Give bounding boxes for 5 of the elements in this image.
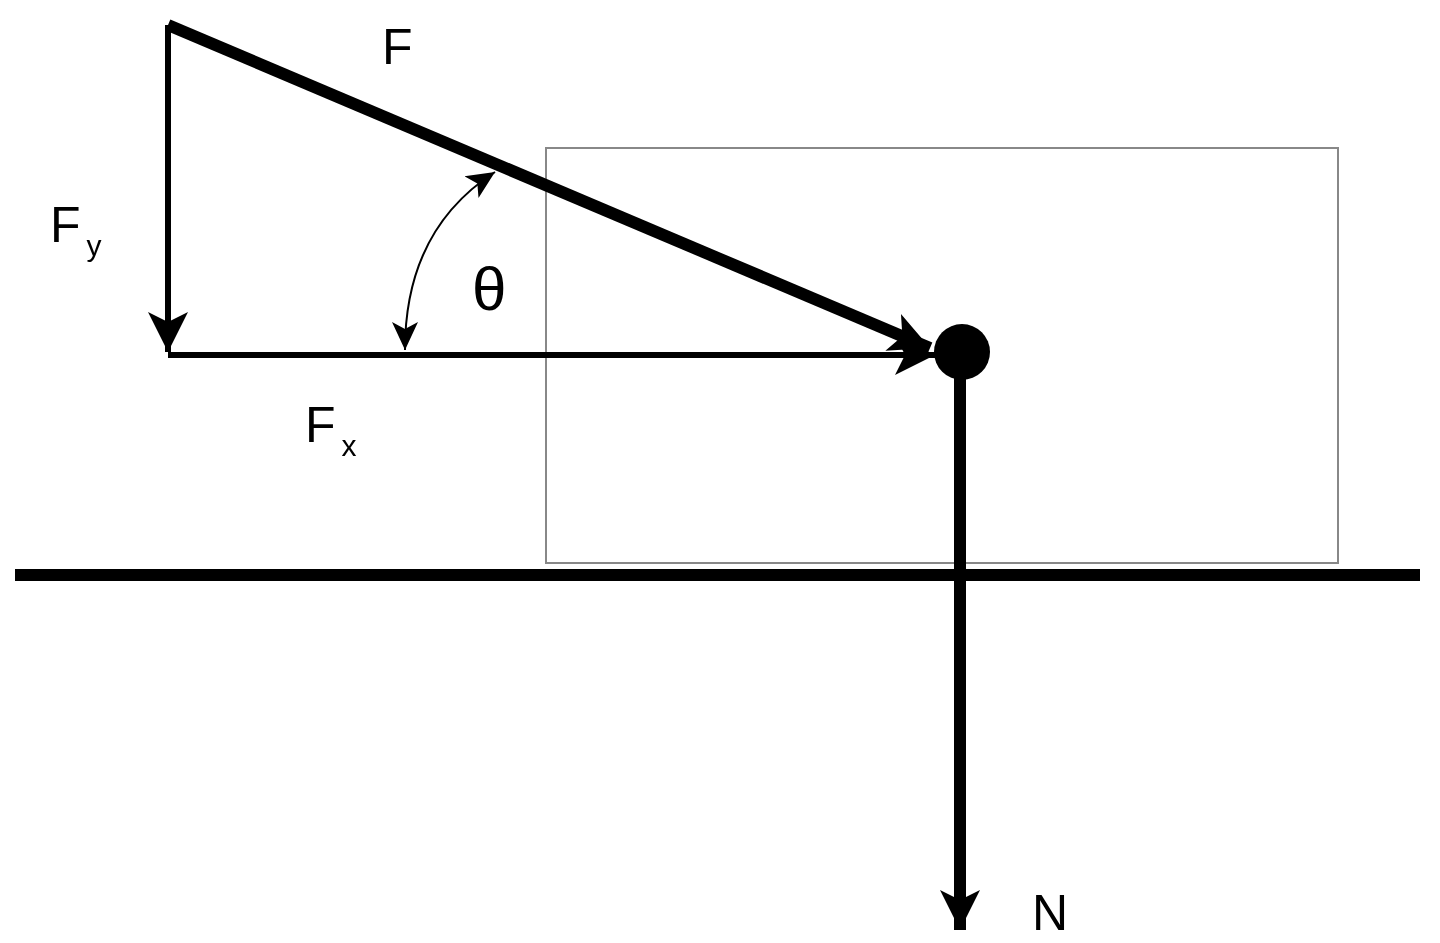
- force-label: N: [1032, 888, 1069, 938]
- force-label: F$_{x}$: [305, 400, 357, 461]
- angle-label: θ: [472, 258, 507, 320]
- force-label: F: [382, 22, 413, 72]
- force-label: F$_{y}$: [50, 200, 102, 261]
